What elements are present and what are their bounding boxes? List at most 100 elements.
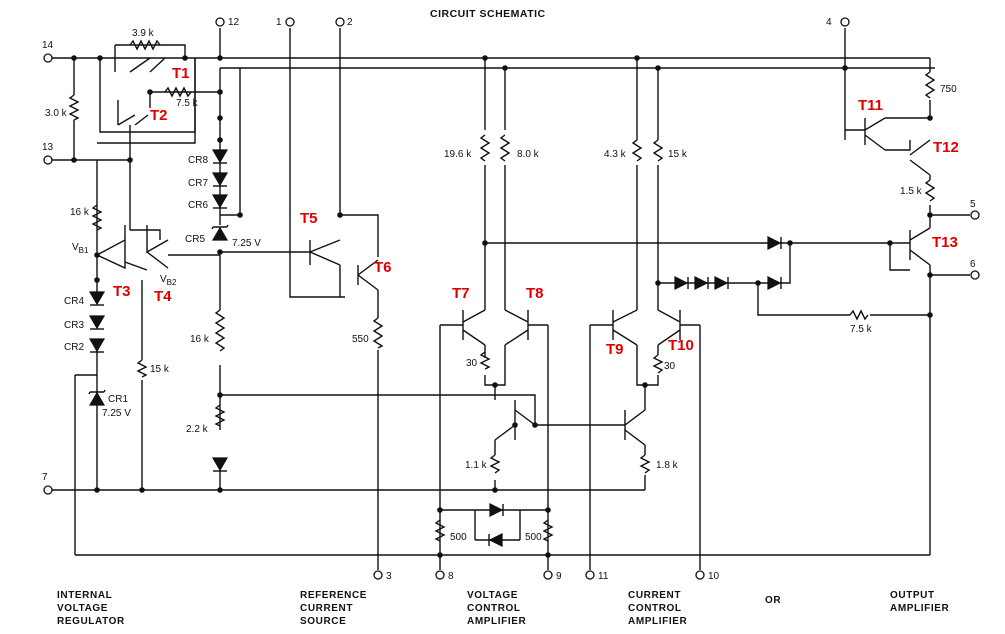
pin-label-5: 5 — [970, 199, 976, 210]
pin-label-11: 11 — [598, 571, 609, 582]
label-r-7-5k-top: 7.5 k — [176, 98, 199, 109]
transistor-label-t13: T13 — [932, 234, 958, 251]
junctions — [71, 55, 933, 558]
section-internal-line1: INTERNAL — [57, 590, 112, 601]
label-cr8: CR8 — [188, 155, 208, 166]
pin-14-terminal — [43, 53, 53, 63]
pin-label-4: 4 — [826, 17, 832, 28]
pin-4-terminal — [840, 17, 850, 27]
label-r-16k-left: 16 k — [70, 207, 90, 218]
section-internal-line2: VOLTAGE — [57, 603, 108, 614]
pin-label-9: 9 — [556, 571, 562, 582]
transistor-label-t10: T10 — [668, 337, 694, 354]
label-r-3-0k: 3.0 k — [45, 108, 68, 119]
label-cr7: CR7 — [188, 178, 208, 189]
section-output-line2: AMPLIFIER — [890, 603, 949, 614]
section-current-line2: CONTROL — [628, 603, 682, 614]
label-r-15k-right: 15 k — [668, 149, 688, 160]
component-labels: 3.9 k 7.5 k 3.0 k 16 k VB1 VB2 CR8 CR7 C… — [45, 28, 957, 543]
label-r-2-2k: 2.2 k — [186, 424, 209, 435]
pin-7-terminal — [43, 485, 53, 495]
label-cr3: CR3 — [64, 320, 84, 331]
pin-label-7: 7 — [42, 472, 48, 483]
pin-1-terminal — [285, 17, 295, 27]
label-v-cr5: 7.25 V — [232, 238, 261, 249]
pin-label-1: 1 — [276, 17, 282, 28]
label-r-550: 550 — [352, 334, 369, 345]
section-current-line3: AMPLIFIER — [628, 616, 687, 627]
section-reference-line3: SOURCE — [300, 616, 346, 627]
pin-5-terminal — [970, 210, 980, 220]
label-cr2: CR2 — [64, 342, 84, 353]
pin-label-6: 6 — [970, 259, 976, 270]
pin-label-12: 12 — [228, 17, 240, 28]
schematic-title: CIRCUIT SCHEMATIC — [430, 8, 546, 20]
pin-label-2: 2 — [347, 17, 353, 28]
section-captions: INTERNAL VOLTAGE REGULATOR REFERENCE CUR… — [57, 590, 949, 627]
label-cr5: CR5 — [185, 234, 205, 245]
pin-10-terminal — [695, 570, 705, 580]
section-reference-line2: CURRENT — [300, 603, 353, 614]
label-r-16k-mid: 16 k — [190, 334, 210, 345]
label-r-8-0k: 8.0 k — [517, 149, 540, 160]
section-internal-line3: REGULATOR — [57, 616, 125, 627]
transistor-label-t8: T8 — [526, 285, 544, 302]
transistor-label-t5: T5 — [300, 210, 318, 227]
transistor-label-t11: T11 — [858, 97, 883, 114]
pin-label-3: 3 — [386, 571, 392, 582]
transistor-label-t2: T2 — [150, 107, 168, 124]
terminals — [43, 17, 980, 580]
transistor-label-t7: T7 — [452, 285, 470, 302]
section-voltage-line1: VOLTAGE — [467, 590, 518, 601]
label-vb1: VB1 — [72, 242, 89, 255]
label-r-500-b: 500 — [525, 532, 542, 543]
section-or: OR — [765, 595, 781, 606]
label-r-4-3k: 4.3 k — [604, 149, 627, 160]
pin-9-terminal — [543, 570, 553, 580]
label-r-1-5k: 1.5 k — [900, 186, 923, 197]
pin-8-terminal — [435, 570, 445, 580]
pin-3-terminal — [373, 570, 383, 580]
label-r-1-1k: 1.1 k — [465, 460, 488, 471]
transistor-label-t9: T9 — [606, 341, 624, 358]
label-r-15k-left: 15 k — [150, 364, 170, 375]
label-cr6: CR6 — [188, 200, 208, 211]
pin-12-terminal — [215, 17, 225, 27]
section-current-line1: CURRENT — [628, 590, 681, 601]
pin-label-8: 8 — [448, 571, 454, 582]
resistors — [68, 39, 936, 542]
label-v-cr1: 7.25 V — [102, 408, 131, 419]
label-r-750: 750 — [940, 84, 957, 95]
label-vb2: VB2 — [160, 274, 177, 287]
transistor-label-t12: T12 — [933, 139, 959, 156]
pin-13-terminal — [43, 155, 53, 165]
transistor-labels: T1 T2 T3 T4 T5 T6 T7 T8 T9 T10 T11 T12 T… — [113, 65, 959, 358]
transistor-label-t1: T1 — [172, 65, 190, 82]
pin-label-13: 13 — [42, 142, 54, 153]
transistor-label-t3: T3 — [113, 283, 131, 300]
pin-6-terminal — [970, 270, 980, 280]
label-r-500-a: 500 — [450, 532, 467, 543]
label-cr4: CR4 — [64, 296, 84, 307]
pin-label-10: 10 — [708, 571, 720, 582]
label-r-30-b: 30 — [664, 361, 676, 372]
wiring — [52, 28, 970, 570]
pin-11-terminal — [585, 570, 595, 580]
label-r-3-9k: 3.9 k — [132, 28, 155, 39]
transistor-label-t6: T6 — [374, 259, 392, 276]
pin-labels: 14 13 12 1 2 7 3 8 9 11 10 4 5 6 — [42, 17, 976, 582]
label-r-7-5k-bottom: 7.5 k — [850, 324, 873, 335]
pin-2-terminal — [335, 17, 345, 27]
label-cr1: CR1 — [108, 394, 128, 405]
label-r-1-8k: 1.8 k — [656, 460, 679, 471]
transistor-label-t4: T4 — [154, 288, 172, 305]
pin-label-14: 14 — [42, 40, 54, 51]
label-r-19-6k: 19.6 k — [444, 149, 472, 160]
section-reference-line1: REFERENCE — [300, 590, 367, 601]
section-voltage-line3: AMPLIFIER — [467, 616, 526, 627]
section-voltage-line2: CONTROL — [467, 603, 521, 614]
label-r-30-a: 30 — [466, 358, 478, 369]
diodes — [88, 149, 782, 547]
section-output-line1: OUTPUT — [890, 590, 935, 601]
